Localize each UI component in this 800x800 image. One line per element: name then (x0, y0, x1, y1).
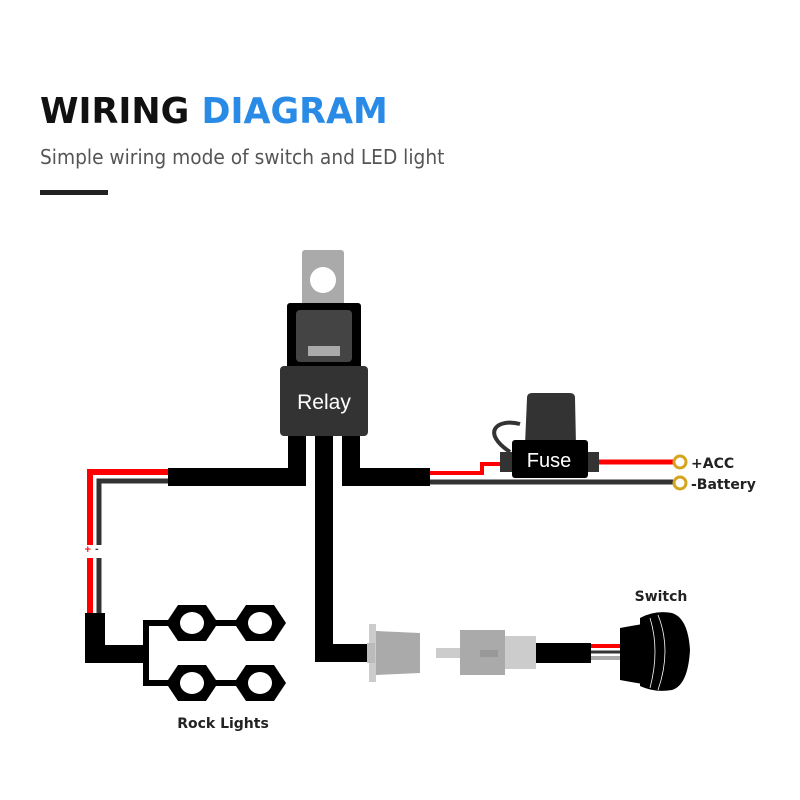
harness-center-drop (315, 432, 333, 662)
connector-female-body (376, 631, 420, 675)
main-harness (168, 432, 430, 662)
rock-harness-horizontal (85, 645, 143, 663)
rock-light-4 (234, 665, 286, 701)
harness-center-foot (315, 644, 377, 662)
connector-male-pin (436, 648, 466, 658)
rock-light-1 (166, 605, 218, 641)
title-accent: DIAGRAM (201, 91, 388, 132)
terminal-acc-ring (672, 454, 688, 470)
page-title: WIRING DIAGRAM (40, 94, 388, 130)
relay-socket-slot (308, 346, 340, 356)
fuse-end-right (585, 452, 599, 472)
polarity-minus: - (95, 545, 99, 555)
harness-left-segment (168, 468, 306, 486)
rock-light-2 (234, 605, 286, 641)
switch-label: Switch (635, 589, 688, 605)
connector-pair (367, 624, 591, 682)
fuse-label: Fuse (527, 450, 571, 472)
fuse-end-left (500, 452, 514, 472)
rock-lights-label: Rock Lights (177, 716, 269, 732)
red-wire-to-fuse (430, 462, 505, 475)
rock-lights: Rock Lights (85, 605, 286, 732)
relay-label: Relay (297, 391, 351, 414)
connector-male-boot (505, 636, 536, 669)
black-wire-left-upper (96, 478, 168, 545)
switch: Switch (591, 589, 690, 691)
rock-branch-wire (143, 620, 170, 686)
rock-lights-wire-pair: + - (84, 469, 168, 615)
terminals: +ACC -Battery (672, 454, 756, 493)
fuse-cap-strap (492, 420, 521, 454)
harness-left-drop (288, 432, 306, 486)
terminal-battery-ring (672, 475, 688, 491)
relay-body (280, 366, 368, 436)
polarity-plus: + (84, 545, 92, 555)
harness-right-segment (342, 468, 430, 486)
fuse-cap (525, 393, 576, 445)
fuse-body (512, 440, 588, 478)
switch-harness (536, 643, 591, 663)
relay-tab-hole (310, 267, 336, 293)
title-underline (40, 190, 108, 195)
subtitle: Simple wiring mode of switch and LED lig… (40, 145, 445, 169)
relay: Relay (280, 250, 368, 436)
title-main: WIRING (40, 91, 190, 132)
terminal-battery-label: -Battery (691, 477, 756, 493)
red-wire-left-upper (87, 469, 168, 545)
terminal-acc-label: +ACC (691, 456, 734, 472)
fuse-assembly: Fuse (430, 393, 673, 485)
rock-light-3 (166, 665, 218, 701)
